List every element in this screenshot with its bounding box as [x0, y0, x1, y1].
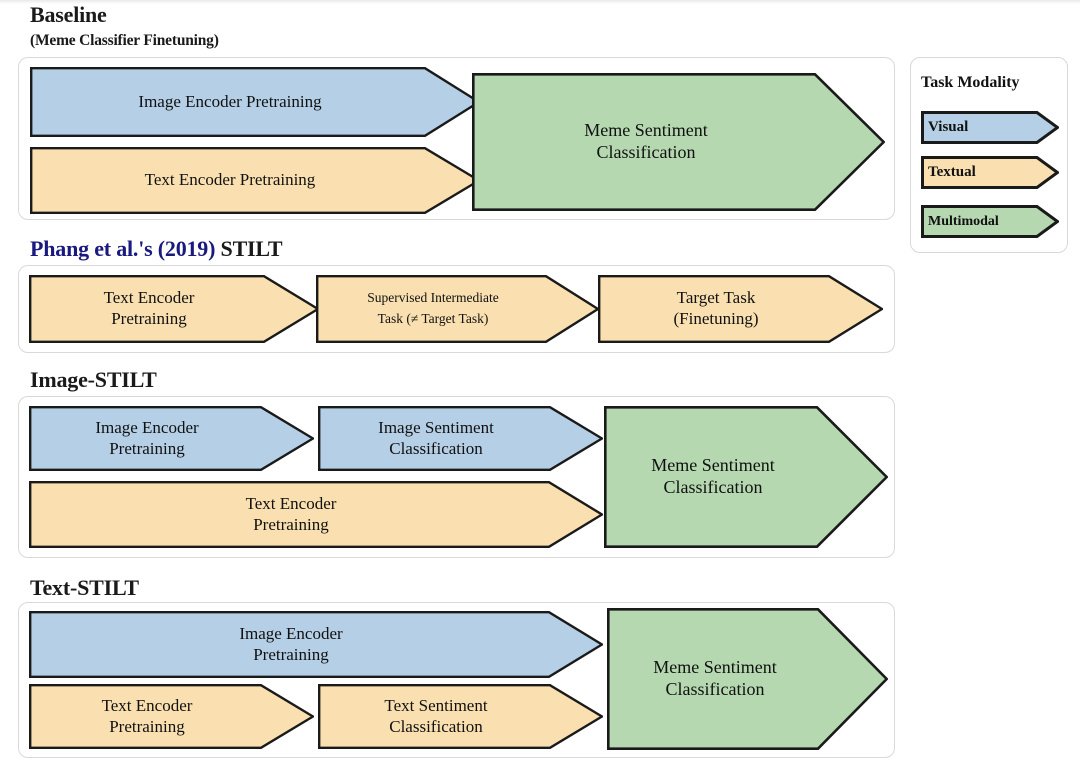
- phang-citation: Phang et al.'s (2019): [30, 236, 216, 261]
- arrow-baseline-image-encoder-pretraining[interactable]: Image Encoder Pretraining: [30, 67, 480, 137]
- phang-stilt-label: STILT: [215, 236, 283, 261]
- baseline-title: Baseline: [30, 2, 107, 27]
- arrow-image-stilt-text-encoder-pretraining[interactable]: Text Encoder Pretraining: [29, 481, 603, 548]
- image-stilt-title: Image-STILT: [30, 367, 157, 392]
- legend-item-multimodal[interactable]: Multimodal: [921, 205, 1059, 238]
- arrow-baseline-text-encoder-pretraining[interactable]: Text Encoder Pretraining: [30, 147, 480, 214]
- arrow-text-stilt-text-sentiment-classification[interactable]: Text Sentiment Classification: [318, 684, 603, 749]
- legend-item-visual[interactable]: Visual: [921, 111, 1059, 144]
- arrow-image-stilt-image-sentiment-classification[interactable]: Image Sentiment Classification: [318, 406, 603, 471]
- arrow-baseline-meme-sentiment-classification[interactable]: Meme Sentiment Classification: [472, 73, 885, 211]
- text-stilt-title: Text-STILT: [30, 575, 139, 600]
- legend-item-textual[interactable]: Textual: [921, 156, 1059, 189]
- arrow-phang-supervised-intermediate-task[interactable]: Supervised Intermediate Task (≠ Target T…: [316, 275, 599, 343]
- arrow-phang-target-task-finetuning[interactable]: Target Task (Finetuning): [598, 275, 883, 343]
- window-top-edge: [0, 0, 1080, 4]
- arrow-text-stilt-text-encoder-pretraining[interactable]: Text Encoder Pretraining: [29, 684, 314, 749]
- arrow-text-stilt-image-encoder-pretraining[interactable]: Image Encoder Pretraining: [29, 611, 603, 678]
- arrow-image-stilt-image-encoder-pretraining[interactable]: Image Encoder Pretraining: [29, 406, 314, 471]
- arrow-phang-text-encoder-pretraining[interactable]: Text Encoder Pretraining: [29, 275, 319, 343]
- arrow-image-stilt-meme-sentiment-classification[interactable]: Meme Sentiment Classification: [604, 406, 888, 548]
- legend-title: Task Modality: [921, 74, 1020, 91]
- arrow-text-stilt-meme-sentiment-classification[interactable]: Meme Sentiment Classification: [607, 608, 888, 750]
- phang-stilt-title: Phang et al.'s (2019) STILT: [30, 236, 283, 262]
- baseline-subtitle: (Meme Classifier Finetuning): [30, 32, 219, 49]
